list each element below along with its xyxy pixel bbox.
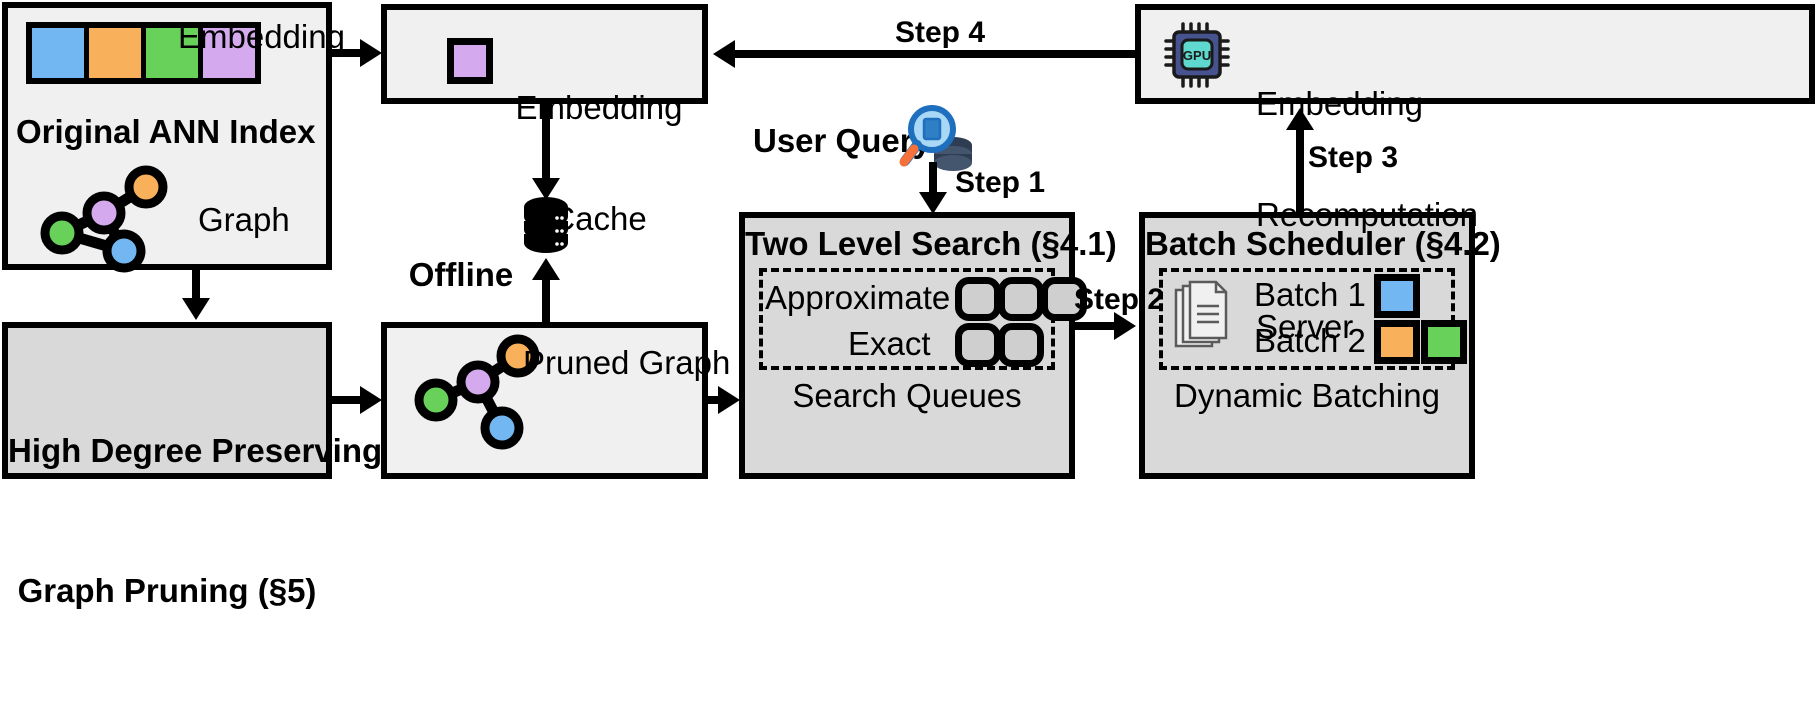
search-row-label-exact: Exact (848, 325, 931, 362)
pruned-graph-icon (410, 334, 550, 456)
recomputation-server-label: Embedding Recomputation Server (1256, 10, 1478, 420)
recomputation-server-label-line3: Server (1256, 308, 1354, 346)
recomputation-server-box (1135, 4, 1815, 104)
graph-pruning-label-line2: Graph Pruning (§5) (17, 572, 317, 610)
graph-pruning-label: High Degree Preserving Graph Pruning (§5… (8, 334, 383, 709)
original-index-graph-icon (38, 165, 178, 273)
original-index-graph-label: Graph (198, 201, 290, 238)
embedding-cell-orange (89, 28, 146, 78)
search-queue-cells-exact (955, 323, 1044, 367)
arrow-step2-line (1075, 322, 1117, 330)
arrow-cache-to-storage-head (532, 178, 560, 200)
original-ann-index-title: Original ANN Index (16, 113, 316, 150)
svg-text:GPU: GPU (1183, 48, 1211, 63)
database-cylinder-icon (523, 196, 569, 254)
embedding-cache-swatch (447, 38, 493, 84)
arrow-step3-head (1286, 108, 1314, 130)
step-2-label: Step 2 (1074, 283, 1165, 316)
arrow-step4-head (713, 40, 735, 68)
embedding-cell-green (146, 28, 203, 78)
embedding-cache-box (381, 4, 708, 104)
arrow-index-to-cache-line (332, 49, 362, 57)
arrow-index-to-cache-head (360, 39, 382, 67)
arrow-step1-line (929, 162, 937, 198)
magnifier-database-icon (898, 103, 974, 175)
dynamic-batching-footer: Dynamic Batching (1174, 377, 1440, 414)
queue-cell (955, 277, 1001, 321)
batch-label-1: Batch 1 (1254, 276, 1366, 313)
recomputation-server-label-line2: Recomputation (1256, 196, 1478, 234)
graph-pruning-box (2, 322, 332, 479)
queue-cell (998, 277, 1044, 321)
arrow-pruning-to-pruned-line (332, 396, 362, 404)
pruned-graph-label: Pruned Graph (523, 344, 731, 381)
gpu-chip-icon: GPU (1164, 22, 1232, 88)
embedding-strip (26, 22, 261, 84)
embedding-cell-purple (203, 28, 255, 78)
step-3-label: Step 3 (1308, 141, 1399, 174)
arrow-pruned-to-storage-head (532, 258, 560, 280)
arrow-step4-line (735, 50, 1135, 58)
batch-label-2: Batch 2 (1254, 322, 1366, 359)
step-1-label: Step 1 (955, 166, 1046, 199)
arrow-index-to-pruning-line (192, 270, 200, 302)
architecture-diagram: Embedding Original ANN Index Graph Embed… (2, 2, 1815, 609)
arrow-step3-line (1296, 128, 1304, 214)
embedding-cache-label-line1: Embedding (515, 88, 683, 126)
batch-swatch-2-green (1421, 320, 1467, 364)
embedding-label: Embedding (178, 18, 345, 55)
queue-cell (1041, 277, 1087, 321)
arrow-step1-head (919, 192, 947, 214)
dynamic-batching-dashed-region (1159, 268, 1455, 370)
two-level-search-title: Two Level Search (§4.1) (745, 225, 1117, 262)
batch-swatch-1-blue (1374, 274, 1420, 318)
arrow-step2-head (1114, 312, 1136, 340)
offline-storage-label-line1: Offline (408, 255, 514, 293)
queue-cell (998, 323, 1044, 367)
search-queues-footer: Search Queues (792, 377, 1022, 414)
queue-cell (955, 323, 1001, 367)
step-4-label: Step 4 (895, 16, 986, 49)
batch-swatch-2-orange (1374, 320, 1420, 364)
arrow-pruned-to-storage-line (542, 280, 550, 324)
graph-pruning-label-line1: High Degree Preserving (8, 431, 383, 469)
search-row-label-approximate: Approximate (765, 279, 951, 316)
search-queue-cells-approximate (955, 277, 1087, 321)
embedding-cell-blue (32, 28, 89, 78)
arrow-cache-to-storage-line (542, 104, 550, 182)
batch-scheduler-title: Batch Scheduler (§4.2) (1145, 225, 1501, 262)
arrow-pruned-to-search-head (718, 386, 740, 414)
arrow-pruning-to-pruned-head (360, 386, 382, 414)
recomputation-server-label-line1: Embedding (1256, 84, 1423, 122)
arrow-index-to-pruning-head (182, 298, 210, 320)
documents-stack-icon (1172, 280, 1236, 358)
arrow-pruned-to-search-line (708, 396, 721, 404)
